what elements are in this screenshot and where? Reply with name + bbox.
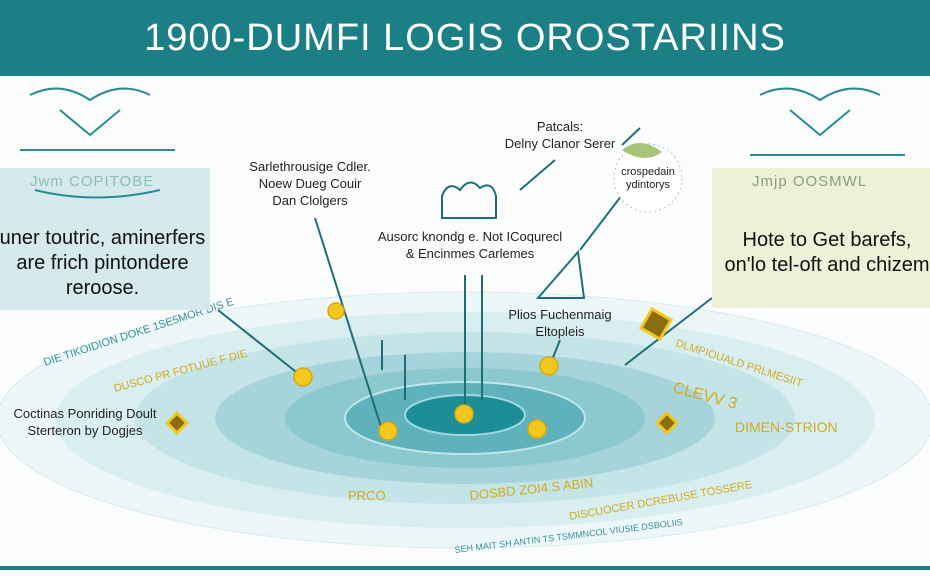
connector-line — [579, 194, 623, 251]
right-panel-body: Hote to Get barefs, on'lo tel-oft and ch… — [712, 228, 930, 278]
label-line: Sarlethrousige Cdler. — [249, 159, 371, 174]
page-title: 1900-DUMFI LOGIS OROSTARIINS — [144, 17, 786, 59]
left-panel-line: uner toutric, aminerfers — [0, 227, 206, 249]
connector-line — [551, 339, 561, 361]
left-panel-title: Jwm COPITOBE — [30, 173, 155, 190]
house-outline-icon — [441, 181, 497, 219]
marker-dot — [378, 421, 398, 441]
connector-line — [217, 309, 301, 376]
right-panel-line: Hote to Get barefs, — [742, 229, 912, 251]
label-line: crospedain — [621, 166, 675, 178]
left-panel-line: are frich pintondere — [16, 252, 189, 274]
label-line: Dan Clolgers — [272, 193, 348, 208]
diamond-marker — [654, 410, 680, 436]
left-panel-line: reroose. — [65, 277, 140, 299]
label-line: Noew Dueg Couir — [258, 176, 362, 191]
diamond-marker — [638, 306, 674, 342]
label-line: ydintorys — [625, 179, 671, 191]
cup-icon — [622, 142, 662, 159]
label-line: Patcals: — [536, 119, 584, 134]
marker-dot — [454, 404, 474, 424]
connector-line — [624, 297, 713, 366]
connector-line — [519, 159, 556, 191]
marker-dot — [527, 419, 547, 439]
funnel-cup-icon — [621, 127, 641, 146]
label-center: Ausorc knondg e. Not ICoqurecl & Encinme… — [370, 228, 570, 262]
header-banner: 1900-DUMFI LOGIS OROSTARIINS — [0, 0, 930, 76]
right-info-panel: Jmjp OOSMWL Hote to Get barefs, on'lo te… — [712, 168, 930, 308]
triangle-outline-icon — [535, 249, 586, 299]
footer-divider — [0, 566, 930, 570]
dotted-badge — [613, 143, 683, 213]
label-circle-badge: crospedain ydintorys — [612, 166, 684, 192]
right-panel-title: Jmjp OOSMWL — [752, 173, 868, 190]
label-line: Delny Clanor Serer — [504, 136, 616, 151]
marker-dot — [293, 367, 313, 387]
label-left-side: Coctinas Ponriding Doult Sterteron by Do… — [5, 405, 165, 439]
label-line: Plios Fuchenmaig — [508, 307, 612, 322]
label-line: Ausorc knondg e. Not ICoqurecl — [377, 229, 563, 244]
right-panel-line: on'lo tel-oft and chizem — [724, 254, 930, 276]
left-info-panel: Jwm COPITOBE uner toutric, aminerfers ar… — [0, 168, 210, 310]
label-line: Sterteron by Dogjes — [27, 423, 143, 438]
left-panel-body: uner toutric, aminerfers are frich pinto… — [0, 226, 215, 301]
ring-text: PRCO — [348, 488, 386, 503]
marker-dot — [539, 356, 559, 376]
label-line: & Encinmes Carlemes — [405, 246, 535, 261]
label-line: Coctinas Ponriding Doult — [13, 406, 157, 421]
diamond-marker — [164, 410, 190, 436]
connector-line — [314, 217, 383, 431]
label-mid-right: Plios Fuchenmaig Eltopleis — [505, 306, 615, 340]
label-top-center: Patcals: Delny Clanor Serer — [495, 118, 625, 152]
marker-dot — [327, 302, 345, 320]
label-line: Eltopleis — [535, 324, 585, 339]
ring-text: DIMEN-STRION — [735, 419, 838, 435]
label-upper-left: Sarlethrousige Cdler. Noew Dueg Couir Da… — [240, 158, 380, 209]
